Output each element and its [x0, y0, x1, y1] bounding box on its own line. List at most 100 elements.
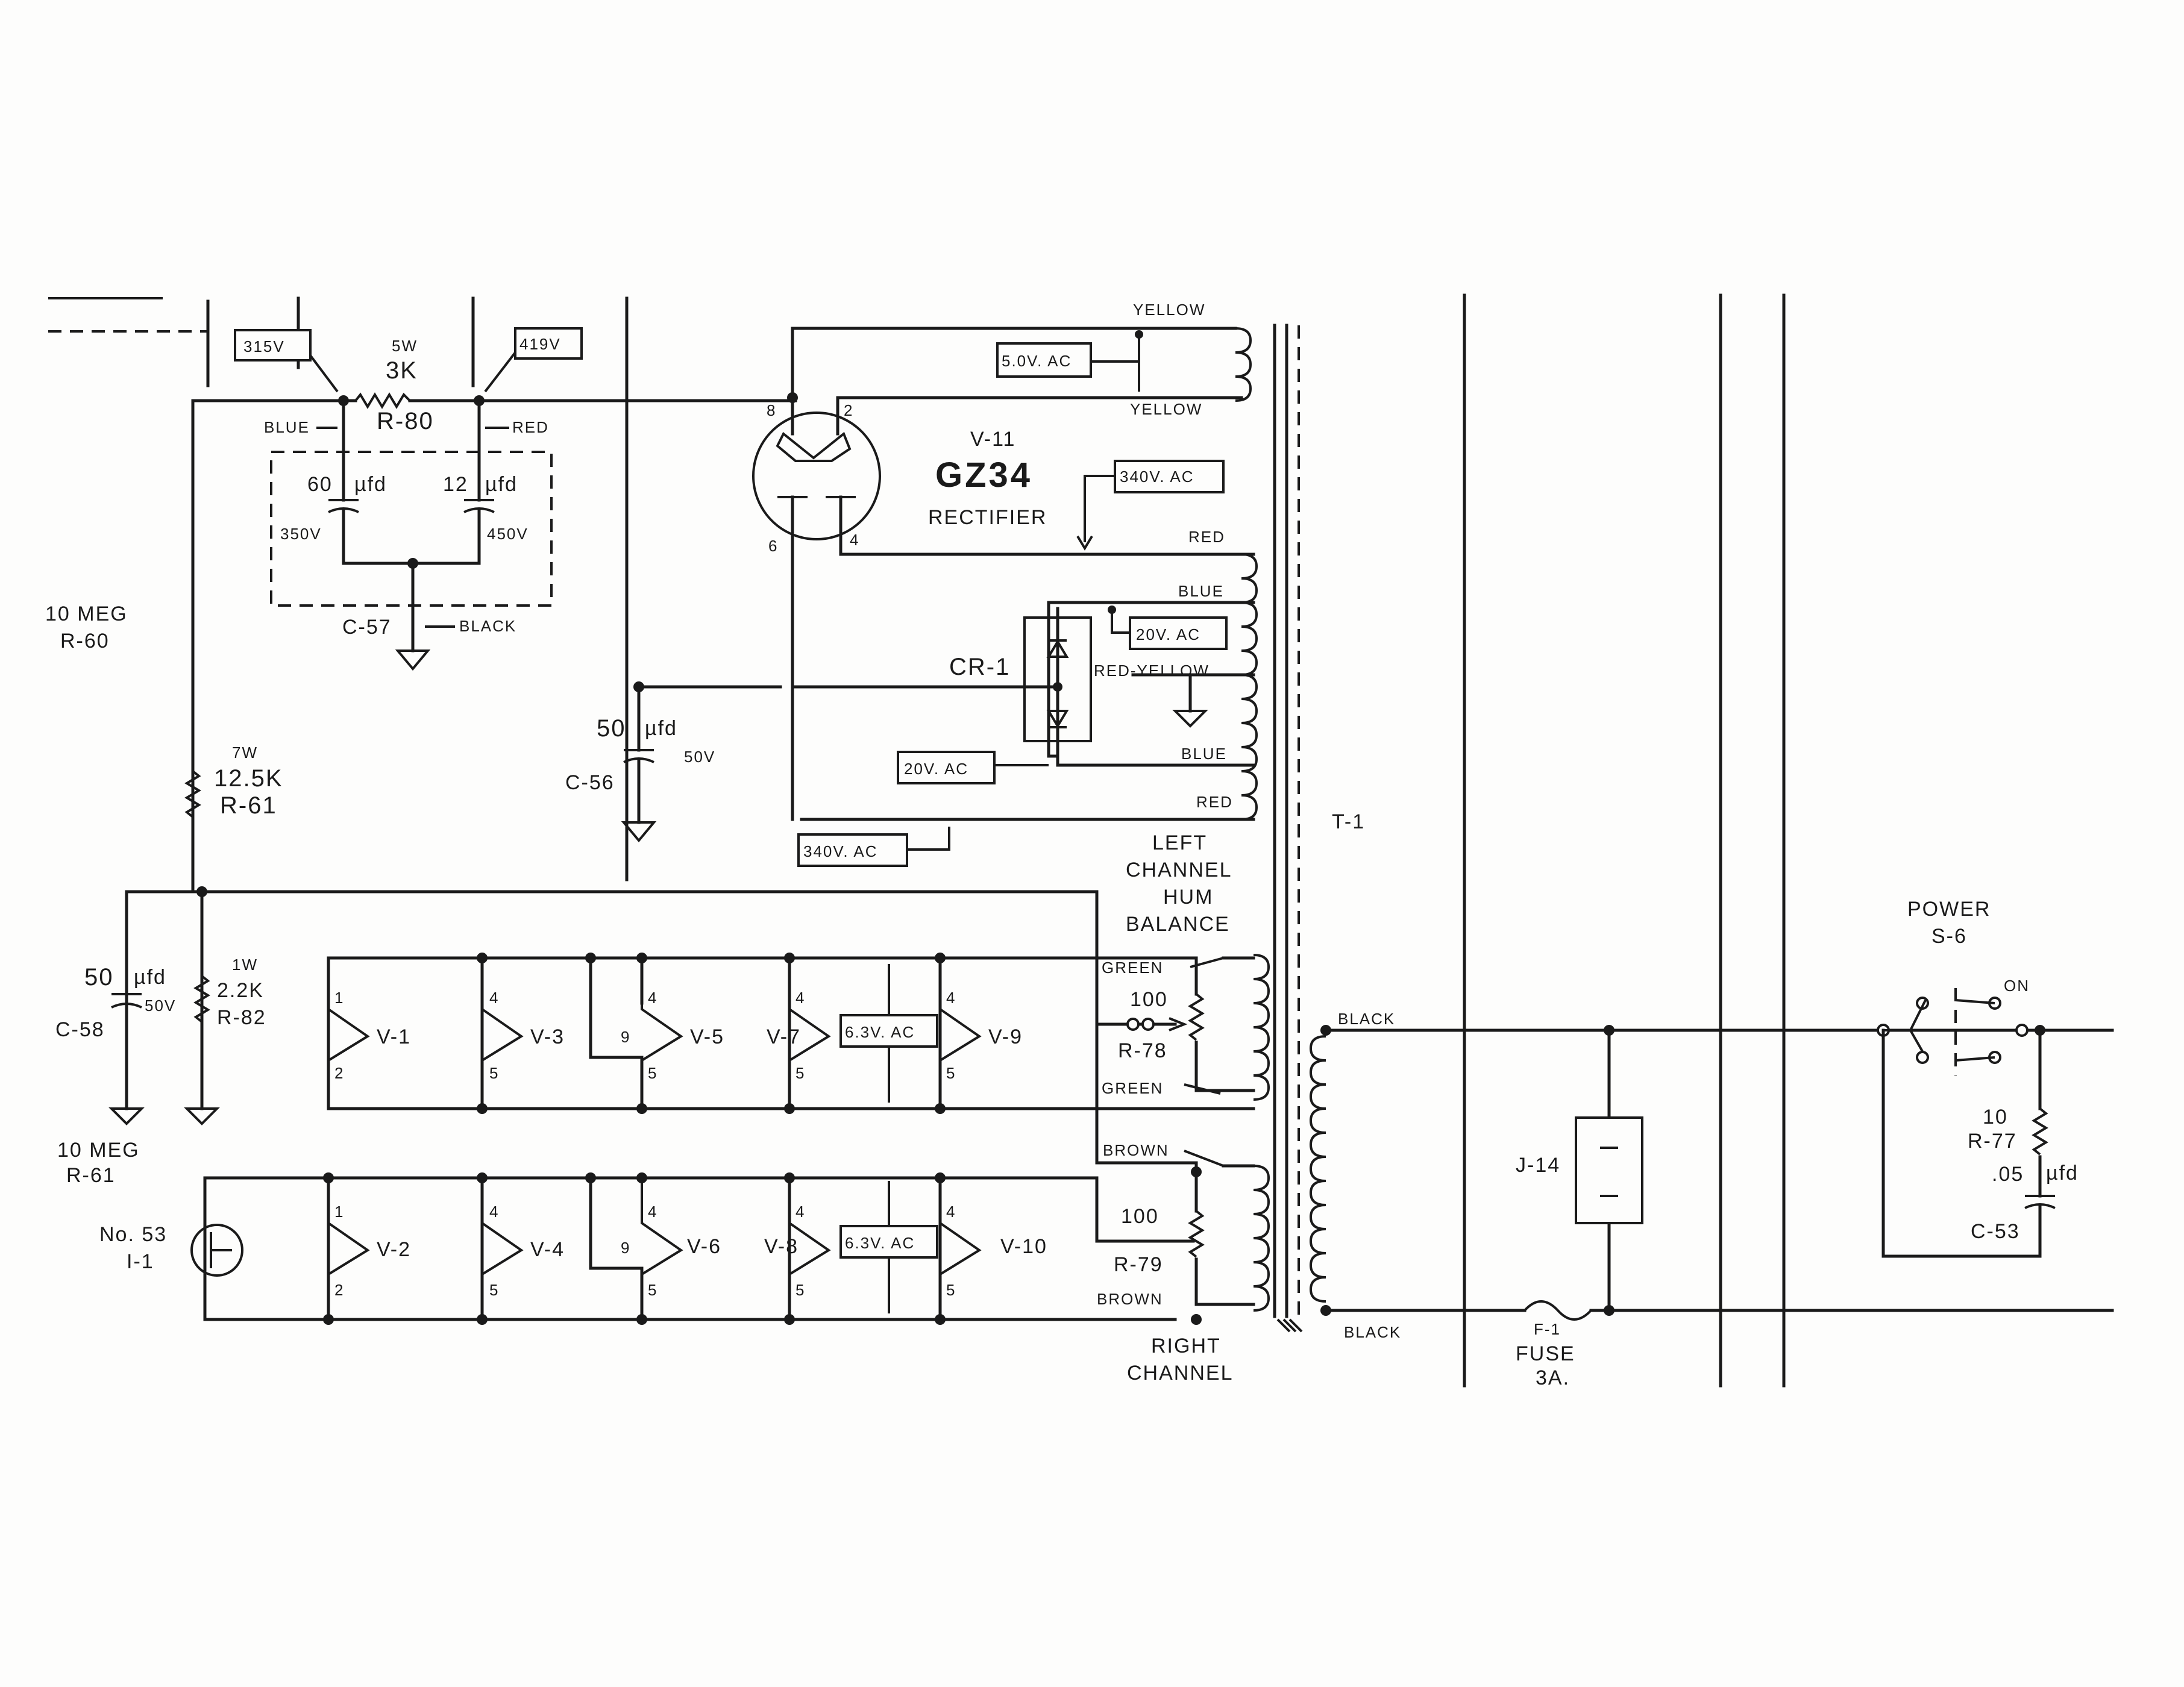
- c53-capacitor: [2024, 1195, 2056, 1231]
- tube-v3: V-3: [530, 1025, 565, 1048]
- r61-value: 12.5K: [214, 765, 283, 792]
- wire-blue-label: BLUE: [264, 418, 310, 436]
- wire-red-label: RED: [512, 418, 549, 436]
- wire-blue-a: BLUE: [1178, 582, 1224, 600]
- voltage-box-6v3-right: [839, 1225, 938, 1259]
- r80-resistor: [354, 392, 411, 409]
- r78-value: 100: [1130, 988, 1168, 1011]
- r60-value: 10 MEG: [45, 602, 128, 625]
- power-switch-s6[interactable]: [1877, 988, 2029, 1075]
- r79-value: 100: [1121, 1205, 1159, 1228]
- pin-2-v1: 2: [334, 1064, 344, 1082]
- c57b-unit: µfd: [485, 473, 518, 496]
- voltage-419v-label: 419V: [519, 335, 561, 353]
- pin-5-v6: 5: [648, 1281, 657, 1299]
- fuse-f1-label: F-1: [1534, 1320, 1561, 1338]
- c58-voltage: 50V: [145, 997, 176, 1015]
- wire-blue-b: BLUE: [1181, 745, 1227, 763]
- transformer-primary-coil: [1309, 1035, 1326, 1303]
- voltage-box-419v: [514, 327, 583, 360]
- r82-wattage: 1W: [232, 956, 258, 974]
- v11-label: V-11: [970, 428, 1015, 451]
- chassis-line: [1463, 293, 1786, 1388]
- pin-4-v4: 4: [489, 1203, 499, 1221]
- c58-unit: µfd: [134, 966, 166, 989]
- right-channel-line2: CHANNEL: [1127, 1362, 1233, 1385]
- pin-5-v9: 5: [946, 1064, 956, 1082]
- pin-2-v2: 2: [334, 1281, 344, 1299]
- c56-value: 50: [597, 715, 626, 742]
- c56-capacitor: [621, 685, 657, 843]
- voltage-box-6v3-left: [839, 1014, 938, 1048]
- filament-rail: [125, 890, 1099, 957]
- r82-value: 2.2K: [217, 979, 264, 1002]
- pin-5-v8: 5: [795, 1281, 805, 1299]
- c57b-voltage: 450V: [487, 525, 529, 543]
- voltage-box-5v-ac: [996, 342, 1092, 378]
- r80-label: R-80: [377, 408, 434, 434]
- c57b-value: 12: [443, 473, 468, 496]
- tube-v7: V-7: [767, 1025, 801, 1048]
- wire-green-top: GREEN: [1102, 959, 1163, 977]
- transformer-core: [1273, 324, 1303, 1333]
- c58-value: 50: [84, 964, 114, 991]
- power-switch-id: S-6: [1931, 925, 1967, 948]
- wire-green-bottom: GREEN: [1102, 1079, 1163, 1097]
- c53-unit: µfd: [2046, 1162, 2079, 1185]
- v11-pin6: 6: [768, 537, 778, 555]
- wire-red-yellow: RED-YELLOW: [1094, 662, 1210, 680]
- power-switch-label: POWER: [1907, 898, 1991, 921]
- left-heater-symbols: [327, 988, 982, 1084]
- voltage-box-20v-ac-lower: [897, 751, 996, 784]
- ac-5v-label: 5.0V. AC: [1002, 352, 1072, 370]
- fuse-f1: [1523, 1300, 1592, 1321]
- c53-value: .05: [1992, 1163, 2024, 1186]
- pin-5-v5: 5: [648, 1064, 657, 1082]
- r80-wattage: 5W: [392, 337, 418, 355]
- voltage-315v-label: 315V: [243, 337, 285, 355]
- right-lamp-i1: [190, 1176, 1195, 1321]
- voltage-box-315v: [234, 329, 312, 362]
- v11-type: GZ34: [935, 455, 1032, 495]
- wire-red-b: RED: [1196, 793, 1233, 811]
- pin-5-v4: 5: [489, 1281, 499, 1299]
- r78-hum-balance-pot: [1095, 956, 1255, 1092]
- r80-value: 3K: [386, 357, 418, 384]
- pin-9-v5: 9: [621, 1028, 630, 1046]
- c57a-unit: µfd: [354, 473, 387, 496]
- r79-label: R-79: [1114, 1253, 1163, 1276]
- r82-resistor: [184, 975, 220, 1125]
- r77-value: 10: [1983, 1106, 2008, 1128]
- pin-9-v6: 9: [621, 1239, 630, 1257]
- v11-pin8: 8: [767, 401, 776, 419]
- c53-label: C-53: [1971, 1220, 2020, 1243]
- r61-label: R-61: [220, 792, 277, 819]
- pin-1-v1: 1: [334, 989, 344, 1007]
- wire-yellow-top: YELLOW: [1133, 301, 1205, 319]
- v11-rectifier-tube: [752, 408, 1081, 821]
- pin-5-v3: 5: [489, 1064, 499, 1082]
- r77-resistor: [2032, 1107, 2048, 1156]
- pin-4-v10: 4: [946, 1203, 956, 1221]
- pin-4-v7: 4: [795, 989, 805, 1007]
- pin-4-v6: 4: [648, 1203, 657, 1221]
- left-channel-line1: LEFT: [1152, 831, 1207, 854]
- left-channel-line3: HUM: [1163, 886, 1213, 909]
- tube-v6: V-6: [687, 1235, 721, 1258]
- pin-4-v5: 4: [648, 989, 657, 1007]
- voltage-box-340v-ac-top: [1114, 460, 1225, 493]
- ac-20v-lower-label: 20V. AC: [904, 760, 968, 778]
- ac-20v-upper-label: 20V. AC: [1136, 625, 1200, 643]
- tube-v4: V-4: [530, 1238, 565, 1261]
- tube-v8: V-8: [764, 1235, 799, 1258]
- tube-v2: V-2: [377, 1238, 411, 1261]
- transformer-secondary-coils: [1235, 327, 1258, 821]
- outlet-j14: [1575, 1116, 1643, 1224]
- r61-bottom-value: 10 MEG: [57, 1139, 140, 1162]
- wire-brown-bottom: BROWN: [1097, 1290, 1163, 1308]
- right-channel-line1: RIGHT: [1151, 1335, 1221, 1357]
- r61-resistor: [184, 770, 201, 818]
- v11-pin4: 4: [850, 531, 859, 549]
- right-heater-string: [327, 1176, 982, 1321]
